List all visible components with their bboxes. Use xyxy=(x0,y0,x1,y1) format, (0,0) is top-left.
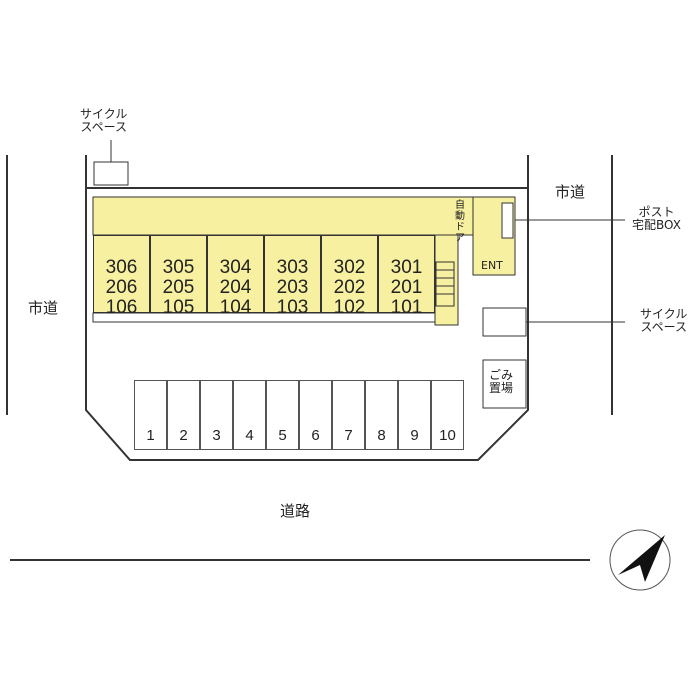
corridor xyxy=(92,196,474,236)
entrance-label: ENT xyxy=(481,259,503,272)
parking-stall: 3 xyxy=(200,380,233,450)
parking-stall: 4 xyxy=(233,380,266,450)
post-label: ポスト宅配BOX xyxy=(632,205,681,232)
parking-stall: 6 xyxy=(299,380,332,450)
compass-icon xyxy=(609,529,671,591)
city-road-right-label: 市道 xyxy=(555,183,586,201)
garbage-label: ごみ置場 xyxy=(489,368,514,395)
parking-stall: 5 xyxy=(266,380,299,450)
parking-stall: 10 xyxy=(431,380,464,450)
post-box xyxy=(501,202,514,239)
stairs xyxy=(435,261,455,307)
parking-stall: 8 xyxy=(365,380,398,450)
garbage-box xyxy=(482,359,527,409)
parking-stall: 7 xyxy=(332,380,365,450)
hall xyxy=(434,234,459,326)
lot-boundary xyxy=(85,155,529,461)
parking-stall: 1 xyxy=(134,380,167,450)
city-road-left-label: 市道 xyxy=(28,299,59,317)
parking-stall: 9 xyxy=(398,380,431,450)
cycle-box-top xyxy=(93,161,129,186)
cycle-box-right xyxy=(482,307,527,337)
main-road-label: 道路 xyxy=(280,502,311,520)
cycle-space-top-label: サイクルスペース xyxy=(80,107,128,134)
parking-stall: 2 xyxy=(167,380,200,450)
auto-door-label: 自動ドア xyxy=(455,200,465,244)
cycle-space-right-label: サイクルスペース xyxy=(640,307,688,334)
